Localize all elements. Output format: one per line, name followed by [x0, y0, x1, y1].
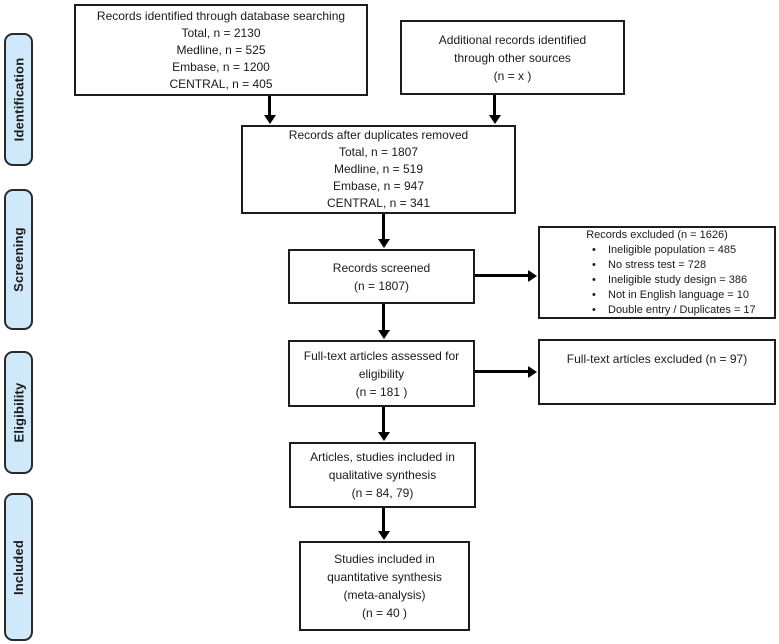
excluded-bullet: • Ineligible study design = 386 — [592, 273, 774, 288]
arrow-fulltext-to-qualitative — [377, 407, 390, 441]
box-line: Embase, n = 1200 — [172, 59, 270, 74]
box-line: Full-text articles excluded (n = 97) — [566, 352, 748, 366]
box-line: (n = 1807) — [353, 278, 410, 293]
box-line: CENTRAL, n = 341 — [326, 196, 431, 210]
excluded-bullet: • Not in English language = 10 — [592, 288, 774, 303]
box-line: Records screened — [332, 260, 431, 275]
box-line: Records after duplicates removed — [288, 128, 469, 142]
box-line: Records identified through database sear… — [96, 8, 346, 23]
bullet-icon: • — [592, 258, 596, 271]
box-fulltext-assessed: Full-text articles assessed for eligibil… — [288, 340, 475, 407]
bullet-text: No stress test = 728 — [608, 258, 707, 271]
bullet-icon: • — [592, 243, 596, 256]
box-line: (n = 40 ) — [361, 606, 408, 620]
arrow-qualitative-to-quantitative — [377, 508, 390, 540]
bullet-text: Not in English language = 10 — [608, 288, 749, 301]
arrow-duplicates-to-screened — [377, 214, 390, 248]
stage-tab-eligibility: Eligibility — [4, 351, 33, 474]
box-line: quantitative synthesis — [327, 570, 442, 584]
box-line: (n = 84, 79) — [351, 486, 414, 500]
stage-label-eligibility: Eligibility — [11, 382, 27, 443]
box-additional-records: Additional records identified through ot… — [400, 20, 625, 95]
box-qualitative-synthesis: Articles, studies included in qualitativ… — [289, 442, 476, 508]
arrow-additional-to-duplicates — [488, 95, 501, 124]
bullet-icon: • — [592, 288, 596, 301]
stage-tab-screening: Screening — [4, 189, 33, 330]
box-records-excluded: Records excluded (n = 1626) • Ineligible… — [538, 226, 776, 319]
arrow-screened-to-fulltext — [377, 304, 390, 339]
box-duplicates-removed: Records after duplicates removed Total, … — [241, 125, 516, 214]
box-line: Additional records identified — [438, 32, 587, 47]
box-quantitative-synthesis: Studies included in quantitative synthes… — [299, 541, 470, 631]
bullet-icon: • — [592, 273, 596, 286]
box-line: Medline, n = 525 — [176, 42, 266, 57]
box-line: Medline, n = 519 — [333, 162, 424, 176]
arrow-identified-to-duplicates — [263, 96, 276, 124]
box-records-screened: Records screened (n = 1807) — [288, 249, 475, 304]
box-line: (meta-analysis) — [343, 588, 426, 602]
excluded-bullet: • No stress test = 728 — [592, 258, 774, 273]
box-line: CENTRAL, n = 405 — [169, 76, 273, 91]
bullet-text: Ineligible study design = 386 — [608, 273, 748, 286]
arrow-fulltext-to-excluded — [475, 365, 537, 378]
box-records-identified: Records identified through database sear… — [74, 4, 368, 96]
box-line: through other sources — [454, 50, 571, 65]
excluded-bullet: • Ineligible population = 485 — [592, 243, 774, 258]
box-line: qualitative synthesis — [328, 468, 437, 482]
stage-tab-identification: Identification — [4, 33, 33, 166]
excluded-title: Records excluded (n = 1626) — [586, 228, 728, 241]
stage-tab-included: Included — [4, 493, 33, 641]
box-line: Articles, studies included in — [310, 450, 455, 464]
stage-label-screening: Screening — [11, 227, 26, 292]
box-fulltext-excluded: Full-text articles excluded (n = 97) — [538, 339, 776, 405]
box-line: Embase, n = 947 — [332, 179, 425, 193]
bullet-text: Double entry / Duplicates = 17 — [608, 303, 756, 316]
bullet-icon: • — [592, 303, 596, 316]
box-line: Studies included in — [334, 552, 435, 566]
box-line: (n = 181 ) — [355, 384, 408, 399]
box-line: Full-text articles assessed for — [303, 348, 460, 363]
stage-label-included: Included — [11, 539, 26, 595]
excluded-bullet: • Double entry / Duplicates = 17 — [592, 303, 774, 318]
box-line: Total, n = 1807 — [338, 145, 419, 159]
bullet-text: Ineligible population = 485 — [608, 243, 737, 256]
box-line: (n = x ) — [493, 68, 532, 83]
arrow-screened-to-excluded — [475, 269, 537, 282]
box-line: eligibility — [358, 366, 405, 381]
box-line: Total, n = 2130 — [181, 25, 261, 40]
stage-label-identification: Identification — [11, 57, 27, 142]
